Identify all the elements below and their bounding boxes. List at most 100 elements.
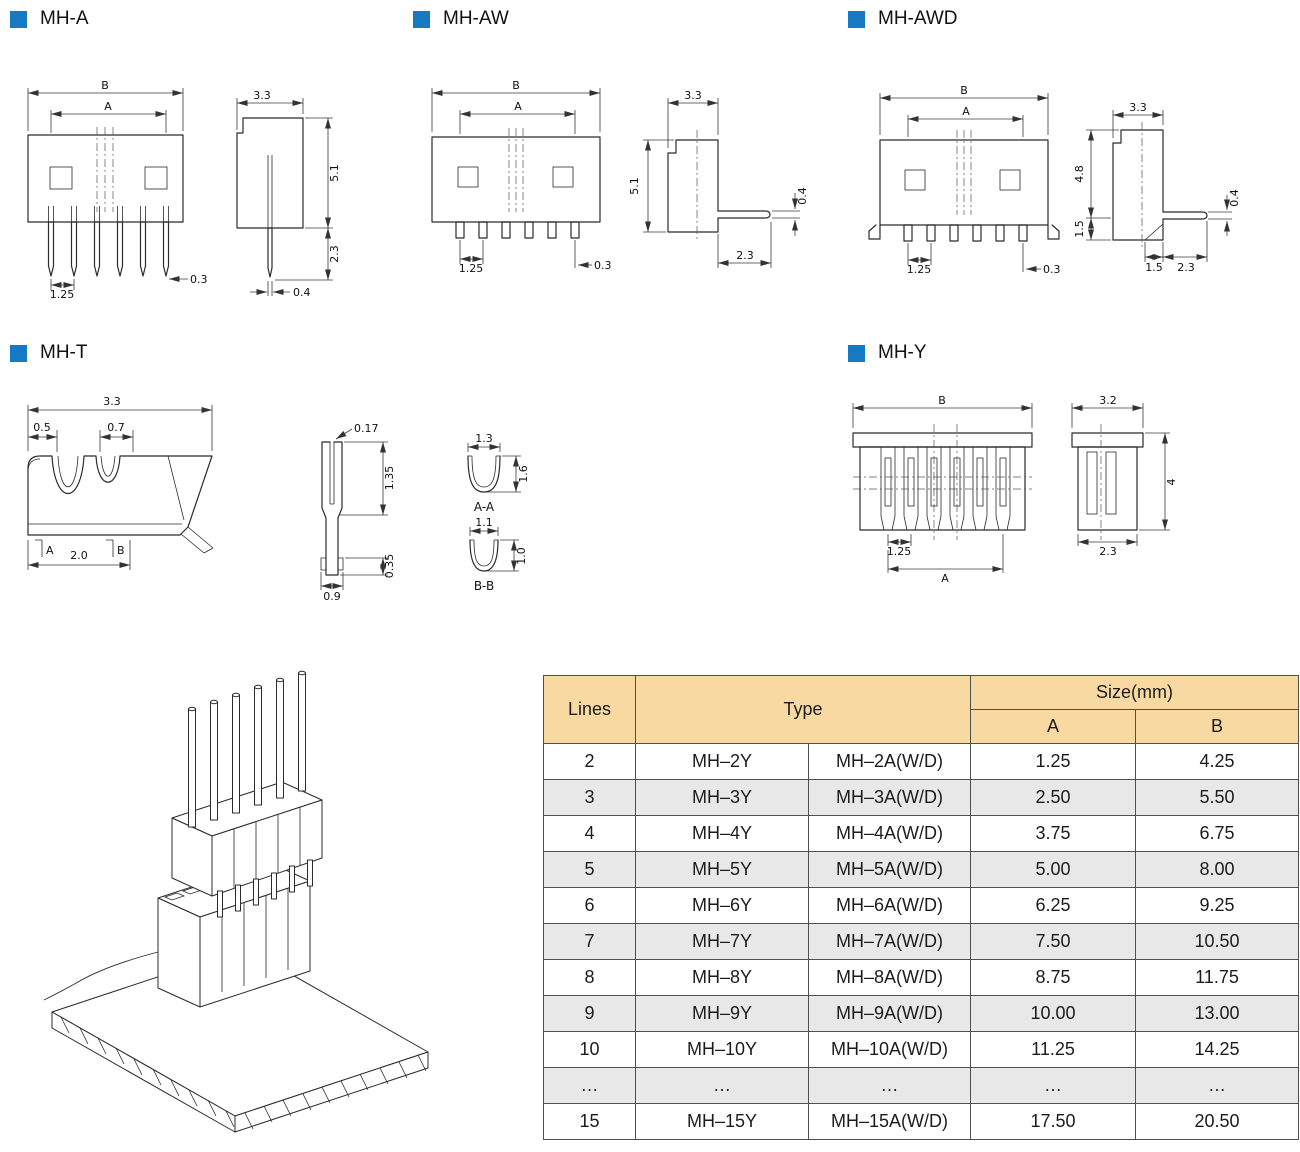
section-outline — [467, 455, 501, 493]
cell-size-b: 4.25 — [1135, 743, 1299, 780]
cell-size-b: 9.25 — [1135, 887, 1299, 924]
section-title-mh-y: MH-Y — [878, 342, 927, 363]
cell-size-b: 6.75 — [1135, 815, 1299, 852]
cell-size-b: 13.00 — [1135, 995, 1299, 1032]
cell-size-b: 11.75 — [1135, 959, 1299, 996]
table-header-row-1: Lines Type Size(mm) — [543, 675, 1299, 744]
cell-type-y: MH–7Y — [635, 923, 809, 960]
body-outline — [667, 139, 719, 233]
housing-body — [859, 446, 1026, 531]
dim-label: 0.35 — [383, 554, 396, 579]
cell-size-b: … — [1135, 1067, 1299, 1104]
section-label: A-A — [474, 500, 495, 514]
cell-size-a: … — [970, 1067, 1136, 1104]
dim-label: A — [514, 100, 522, 113]
cell-type-y: … — [635, 1067, 809, 1104]
blue-square-bullet — [10, 10, 27, 28]
table-row: 5 MH–5Y MH–5A(W/D) 5.00 8.00 — [543, 851, 1299, 888]
housing-left-face — [157, 897, 201, 1008]
body-outline — [1112, 129, 1164, 241]
dim-label: 0.3 — [594, 259, 612, 272]
section-header-mh-t: MH-T — [10, 342, 87, 364]
dim-label: 2.3 — [1177, 261, 1195, 274]
blue-square-bullet — [413, 10, 430, 28]
cell-lines: 4 — [543, 815, 636, 852]
cell-lines: 3 — [543, 779, 636, 816]
cell-type-y: MH–9Y — [635, 995, 809, 1032]
dim-label: B — [938, 394, 946, 407]
dim-label: 3.3 — [103, 395, 121, 408]
housing-cap — [1071, 432, 1144, 448]
dim-label: 3.3 — [684, 89, 702, 102]
header-pin-tails — [217, 859, 313, 918]
cell-lines: 9 — [543, 995, 636, 1032]
terminal-front-outline — [321, 441, 343, 576]
dim-label: 0.3 — [1043, 263, 1061, 276]
mh-aw-side-view: 3.3 5.1 0.4 2.3 — [628, 89, 809, 268]
section-header-mh-a: MH-A — [10, 8, 89, 30]
table-row: 15 MH–15Y MH–15A(W/D) 17.50 20.50 — [543, 1103, 1299, 1140]
blue-square-bullet — [848, 10, 865, 28]
dim-label: A — [962, 105, 970, 118]
dim-label: 3.3 — [1129, 101, 1147, 114]
table-row: 8 MH–8Y MH–8A(W/D) 8.75 11.75 — [543, 959, 1299, 996]
dim-label: 1.35 — [383, 466, 396, 491]
terminal-outline — [27, 455, 213, 536]
dim-label: 0.7 — [107, 421, 125, 434]
cell-size-a: 2.50 — [970, 779, 1136, 816]
section-header-mh-aw: MH-AW — [413, 8, 509, 30]
cell-type-a: MH–5A(W/D) — [808, 851, 971, 888]
dim-label: A — [941, 572, 949, 585]
dim-label: 2.0 — [70, 549, 88, 562]
header-pins — [188, 670, 306, 828]
cell-lines: 2 — [543, 743, 636, 780]
pcb-right-edge — [234, 1051, 429, 1133]
cell-size-a: 7.50 — [970, 923, 1136, 960]
cell-type-a: MH–4A(W/D) — [808, 815, 971, 852]
section-title-mh-a: MH-A — [40, 8, 89, 29]
mount-foot-right — [1047, 224, 1060, 240]
section-title-mh-t: MH-T — [40, 342, 88, 363]
dim-label: 0.17 — [354, 422, 379, 435]
mh-awd-side-view: 3.3 4.8 1.5 0.4 1.5 2.3 — [1073, 101, 1241, 274]
cell-type-a: MH–10A(W/D) — [808, 1031, 971, 1068]
mh-t-profile-view: 3.3 0.5 0.7 A B 2.0 — [27, 395, 214, 570]
table-row: 6 MH–6Y MH–6A(W/D) 6.25 9.25 — [543, 887, 1299, 924]
mh-awd-front-view: B A 1.25 0.3 — [868, 84, 1061, 276]
housing-grooves — [221, 888, 289, 992]
dim-label: B — [512, 79, 520, 92]
cell-size-a: 3.75 — [970, 815, 1136, 852]
dim-label: 0.9 — [323, 590, 341, 603]
size-table: Lines Type Size(mm) A B 2 MH–2Y MH–2A(W/… — [543, 675, 1299, 1140]
table-row: 4 MH–4Y MH–4A(W/D) 3.75 6.75 — [543, 815, 1299, 852]
dim-label: 0.5 — [33, 421, 51, 434]
section-label: B-B — [474, 579, 494, 593]
dim-label: 1.0 — [515, 547, 528, 565]
cell-type-y: MH–8Y — [635, 959, 809, 996]
bent-pin — [1162, 211, 1208, 220]
cell-type-y: MH–15Y — [635, 1103, 809, 1140]
dim-label: A — [104, 100, 112, 113]
cell-lines: … — [543, 1067, 636, 1104]
col-header-size: Size(mm) — [970, 675, 1299, 710]
dim-label: 0.4 — [1228, 189, 1241, 207]
dim-label: 1.25 — [907, 263, 932, 276]
dim-label: 0.4 — [796, 187, 809, 205]
table-header-row-2: A B — [544, 709, 1299, 744]
col-header-a: A — [970, 709, 1136, 744]
cell-type-y: MH–6Y — [635, 887, 809, 924]
section-marker-label: B — [117, 544, 125, 557]
mh-a-side-view: 3.3 5.1 2.3 0.4 — [236, 89, 341, 299]
dim-label: 3.2 — [1099, 394, 1117, 407]
table-row: … … … … … — [543, 1067, 1299, 1104]
cell-size-b: 5.50 — [1135, 779, 1299, 816]
dim-label: 4 — [1165, 479, 1178, 486]
mh-t-section-bb: 1.1 1.0 B-B — [469, 516, 528, 593]
dim-label: 1.6 — [517, 465, 530, 483]
dim-label: B — [101, 79, 109, 92]
cell-type-a: MH–9A(W/D) — [808, 995, 971, 1032]
body-outline — [431, 136, 601, 223]
cell-size-b: 8.00 — [1135, 851, 1299, 888]
dim-label: 1.25 — [887, 545, 912, 558]
header-front-face — [211, 799, 323, 897]
